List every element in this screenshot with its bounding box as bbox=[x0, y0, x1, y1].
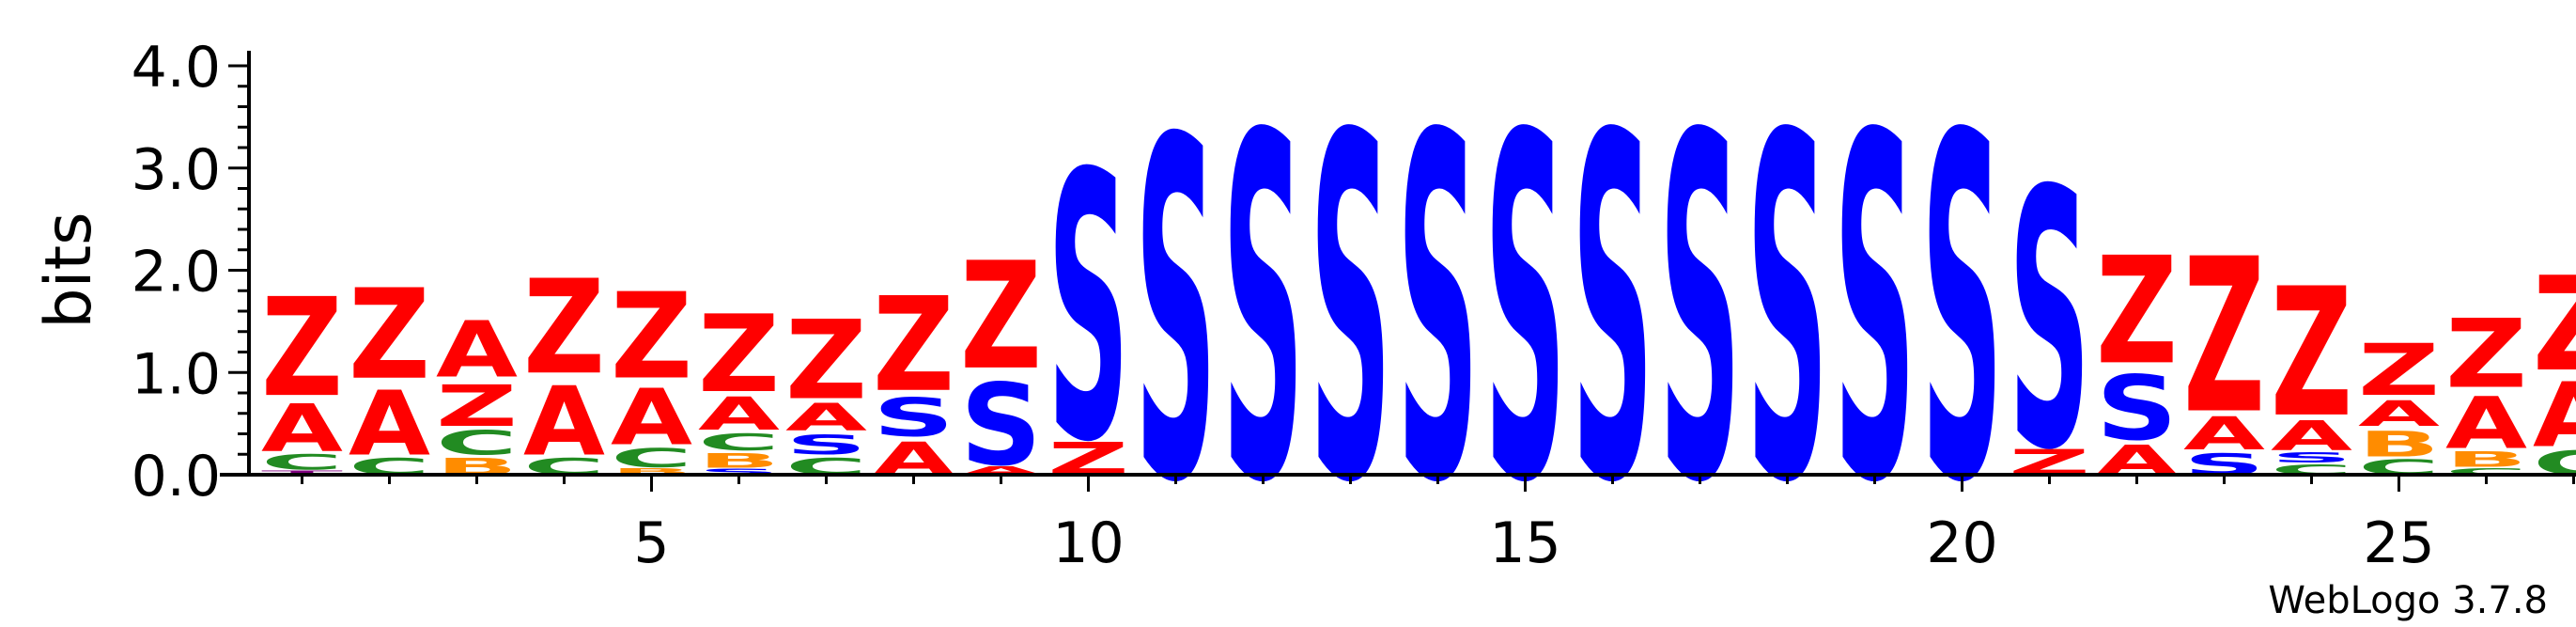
glyph-Z: Z bbox=[2096, 225, 2178, 397]
glyph-B: B bbox=[611, 466, 692, 478]
glyph-C: C bbox=[2445, 466, 2527, 478]
axes: 0.0 1.0 2.0 3.0 4.0 5 10 15 20 25 bbox=[132, 35, 2576, 576]
glyph-Z: Z bbox=[698, 293, 780, 416]
glyph-B: B bbox=[2445, 447, 2527, 472]
x-tick-label: 15 bbox=[1489, 510, 1560, 576]
glyph-S: S bbox=[1484, 38, 1566, 587]
weblogo-credit: WebLogo 3.7.8 bbox=[2268, 579, 2548, 622]
glyph-A: A bbox=[611, 374, 692, 463]
glyph-Z: Z bbox=[2445, 300, 2527, 410]
x-ticks: 5 10 15 20 25 bbox=[301, 475, 2575, 576]
y-tick-label: 3.0 bbox=[132, 137, 221, 203]
glyph-A: A bbox=[2445, 383, 2527, 465]
glyph-Z: Z bbox=[523, 252, 605, 403]
glyph-S: S bbox=[1047, 96, 1129, 523]
glyph-Z: Z bbox=[261, 270, 343, 428]
glyph-C: C bbox=[436, 424, 518, 462]
glyph-C: C bbox=[261, 450, 343, 475]
glyph-C: C bbox=[611, 443, 692, 473]
y-axis-label: bits bbox=[32, 212, 106, 328]
glyph-S: S bbox=[1921, 38, 2003, 587]
glyph-Z: Z bbox=[2183, 213, 2265, 462]
glyph-A: A bbox=[261, 391, 343, 467]
glyph-S: S bbox=[873, 387, 954, 449]
glyph-Z: Z bbox=[785, 298, 867, 424]
glyph-S: S bbox=[960, 362, 1042, 492]
x-tick-label: 10 bbox=[1052, 510, 1124, 576]
glyph-A: A bbox=[785, 396, 867, 440]
glyph-A: A bbox=[2533, 365, 2576, 467]
glyph-Z: Z bbox=[2271, 251, 2352, 457]
glyph-A: A bbox=[2358, 393, 2440, 434]
glyph-Z: Z bbox=[873, 270, 954, 421]
glyph-Z: Z bbox=[611, 268, 692, 405]
glyph-A: A bbox=[2183, 408, 2265, 460]
glyph-S: S bbox=[1222, 38, 1304, 587]
glyph-S: S bbox=[1834, 38, 1916, 587]
glyph-B: B bbox=[2358, 424, 2440, 465]
glyph-S: S bbox=[1135, 43, 1217, 586]
glyph-S: S bbox=[785, 429, 867, 461]
y-tick-label: 4.0 bbox=[132, 35, 221, 101]
glyph-Z: Z bbox=[349, 262, 430, 407]
x-tick-label: 20 bbox=[1926, 510, 1997, 576]
glyph-Z: Z bbox=[2533, 249, 2576, 400]
y-tick-label: 2.0 bbox=[132, 240, 221, 306]
glyph-A: A bbox=[698, 388, 780, 440]
glyph-A: A bbox=[2271, 413, 2352, 461]
glyph-T: T bbox=[261, 469, 344, 476]
y-ticks: 0.0 1.0 2.0 3.0 4.0 bbox=[132, 35, 249, 509]
glyph-Z: Z bbox=[436, 374, 518, 440]
glyph-A: A bbox=[436, 306, 518, 396]
glyph-A: A bbox=[349, 373, 430, 476]
glyph-A: A bbox=[523, 368, 605, 478]
glyph-S: S bbox=[1572, 38, 1653, 587]
glyph-S: S bbox=[698, 467, 780, 477]
glyph-S: S bbox=[1310, 38, 1391, 587]
glyph-S: S bbox=[2096, 356, 2178, 460]
x-tick-label: 25 bbox=[2363, 510, 2434, 576]
glyph-S: S bbox=[1397, 38, 1479, 587]
x-tick-label: 5 bbox=[633, 510, 669, 576]
glyph-S: S bbox=[1659, 38, 1741, 587]
glyph-Z: Z bbox=[2358, 329, 2440, 412]
glyph-C: C bbox=[698, 429, 780, 456]
glyph-Z: Z bbox=[960, 230, 1042, 402]
glyph-S: S bbox=[1746, 38, 1828, 587]
y-tick-label: 0.0 bbox=[132, 444, 221, 509]
glyph-S: S bbox=[2271, 449, 2352, 466]
y-tick-label: 1.0 bbox=[132, 341, 221, 407]
glyph-B: B bbox=[698, 449, 780, 473]
glyph-S: S bbox=[2009, 115, 2090, 527]
